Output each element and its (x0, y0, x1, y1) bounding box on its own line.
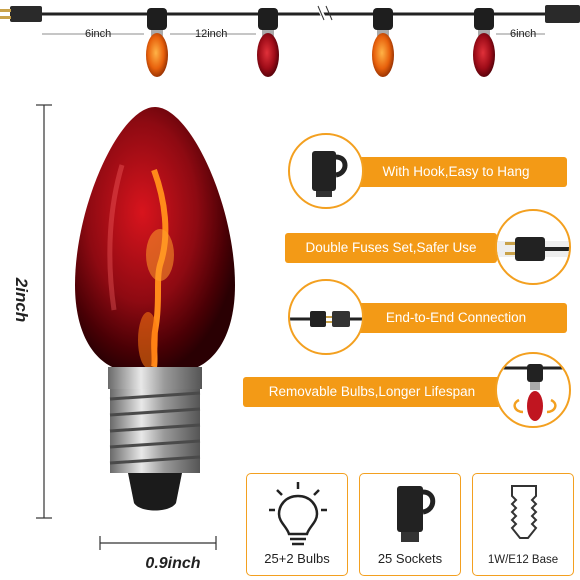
light-strand: 6inch 12inch 6inch (0, 0, 580, 90)
spec-label-sockets: 25 Sockets (377, 551, 443, 566)
spec-box-sockets: 25 Sockets (359, 473, 461, 576)
width-label: 0.9inch (145, 555, 201, 572)
feature-circle-fuses (495, 209, 571, 285)
fused-plug-icon (497, 237, 569, 261)
socket-icon (397, 486, 436, 542)
feature-circle-connection (288, 279, 364, 355)
e12-base-icon (510, 485, 538, 539)
spacing-label-left: 6inch (85, 28, 112, 40)
feature-pill-removable: Removable Bulbs,Longer Lifespan (243, 377, 501, 407)
feature-pill-hook: With Hook,Easy to Hang (345, 157, 567, 187)
female-plug-icon (545, 5, 580, 23)
bulb-4 (473, 8, 495, 77)
feature-circle-removable (495, 352, 571, 428)
spec-box-base: 1W/E12 Base (472, 473, 574, 576)
large-bulb-illustration (36, 104, 235, 550)
width-dimension-line (99, 536, 217, 550)
strand-illustration (0, 5, 580, 77)
bulb-collar (108, 367, 202, 389)
spacing-label-right: 6inch (510, 28, 537, 40)
feature-pill-connection: End-to-End Connection (345, 303, 567, 333)
feature-pill-fuses: Double Fuses Set,Safer Use (285, 233, 497, 263)
bulb-2 (257, 8, 279, 77)
bulb-3 (372, 8, 394, 77)
feature-circle-hook (288, 133, 364, 209)
height-dimension-line (36, 104, 52, 519)
spacing-label-middle: 12inch (195, 28, 228, 40)
lightbulb-icon (269, 482, 327, 546)
spec-label-base: 1W/E12 Base (487, 554, 559, 566)
bulb-tip (128, 473, 182, 511)
screw-base (109, 389, 201, 473)
bulb-1 (146, 8, 168, 77)
spec-label-bulbs: 25+2 Bulbs (264, 551, 330, 566)
spec-box-bulbs: 25+2 Bulbs (246, 473, 348, 576)
bulb-removal-icon (497, 364, 569, 421)
male-plug-icon (0, 6, 42, 22)
socket-hook-icon (312, 151, 348, 197)
end-connector-icon (290, 311, 362, 327)
height-label: 2inch (12, 277, 31, 323)
